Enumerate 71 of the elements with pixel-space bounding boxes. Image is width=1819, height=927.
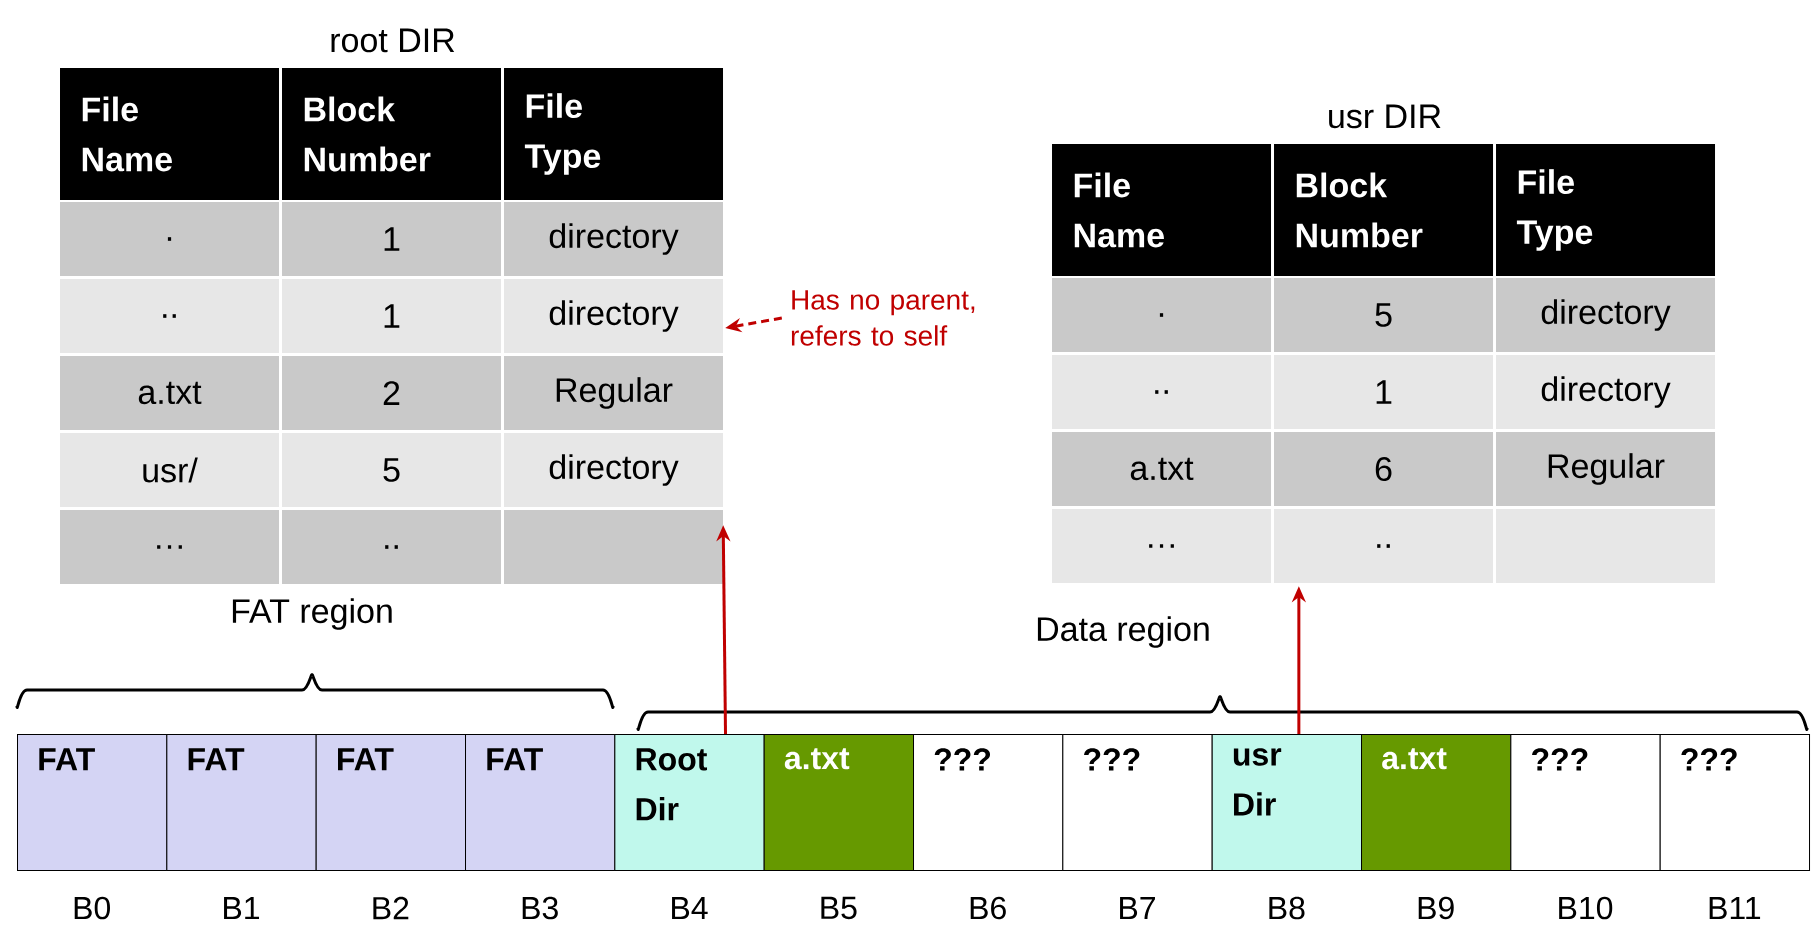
block-label: a.txt xyxy=(784,748,850,770)
block-label: usr Dir xyxy=(1233,748,1282,816)
table-cell: .. xyxy=(1274,509,1493,583)
block-number: B5 xyxy=(821,896,857,920)
table-cell: .. xyxy=(1052,355,1271,429)
block-number: B0 xyxy=(74,896,110,920)
note-text: Has no parent, refers to self xyxy=(791,290,975,346)
block-label: ??? xyxy=(1084,748,1140,771)
table-cell: directory xyxy=(504,433,723,507)
block-label: FAT xyxy=(188,748,245,771)
table-header-cell: File Name xyxy=(60,68,279,200)
block-label: ??? xyxy=(1532,748,1588,771)
table-cell: 1 xyxy=(282,202,501,276)
table-header-cell: File Type xyxy=(1496,144,1715,276)
block-label: a.txt xyxy=(1382,748,1447,770)
table-cell: directory xyxy=(504,279,723,353)
table-title: usr DIR xyxy=(1329,104,1441,129)
block-number: B7 xyxy=(1120,897,1155,919)
memory-block xyxy=(1510,734,1661,871)
block-number: B8 xyxy=(1269,896,1305,920)
block-label: FAT xyxy=(39,748,95,771)
block-number: B9 xyxy=(1418,896,1454,920)
table-cell: 2 xyxy=(282,356,501,430)
table-title: root DIR xyxy=(331,28,455,53)
table-cell: 5 xyxy=(282,433,501,507)
block-number: B10 xyxy=(1559,896,1613,920)
table-cell: 1 xyxy=(282,279,501,353)
table-header-cell: Block Number xyxy=(282,68,501,200)
table-cell: Regular xyxy=(504,356,723,430)
table-header-cell: Block Number xyxy=(1274,144,1493,276)
table-cell: directory xyxy=(1496,278,1715,352)
memory-block xyxy=(1211,734,1362,871)
block-label: ??? xyxy=(1681,748,1737,771)
memory-block xyxy=(913,734,1064,871)
table-header-cell: File Type xyxy=(504,68,723,200)
table-header-cell: File Name xyxy=(1052,144,1271,276)
memory-block xyxy=(315,734,466,871)
memory-block xyxy=(166,734,317,871)
table-cell: .. xyxy=(282,510,501,584)
memory-block xyxy=(1361,734,1512,871)
memory-block xyxy=(465,734,616,871)
table-cell: usr/ xyxy=(60,433,279,507)
memory-block xyxy=(1659,734,1810,871)
block-number: B6 xyxy=(970,896,1006,920)
table-cell: Regular xyxy=(1496,432,1715,506)
region-label: Data region xyxy=(1037,616,1209,648)
block-label: FAT xyxy=(487,748,543,771)
block-number: B11 xyxy=(1709,897,1761,919)
block-number: B3 xyxy=(522,896,558,920)
table-cell: 6 xyxy=(1274,432,1493,506)
table-cell: a.txt xyxy=(1052,432,1271,506)
table-cell: … xyxy=(60,510,279,584)
memory-block xyxy=(763,734,914,871)
table-cell: directory xyxy=(1496,355,1715,429)
block-number: B1 xyxy=(224,897,259,919)
block-label: ??? xyxy=(934,748,991,771)
memory-block xyxy=(614,734,765,871)
block-number: B2 xyxy=(373,896,409,920)
block-number: B4 xyxy=(672,897,708,919)
block-label: FAT xyxy=(338,748,394,771)
table-cell: a.txt xyxy=(60,356,279,430)
table-cell: 5 xyxy=(1274,278,1493,352)
memory-block xyxy=(1062,734,1213,871)
block-label: Root Dir xyxy=(636,748,707,821)
table-cell: … xyxy=(1052,509,1271,583)
table-cell: 1 xyxy=(1274,355,1493,429)
table-cell: .. xyxy=(60,279,279,353)
memory-block xyxy=(17,734,168,871)
table-cell: . xyxy=(1052,278,1271,352)
table-cell: directory xyxy=(504,202,723,276)
table-cell: . xyxy=(60,202,279,276)
